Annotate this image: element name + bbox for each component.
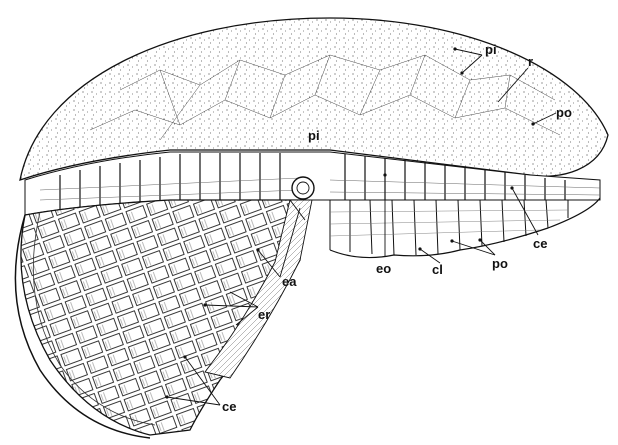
radial-section-columns xyxy=(330,198,600,258)
label-ea: ea xyxy=(282,274,297,289)
label-r: r xyxy=(528,54,533,69)
label-er: er xyxy=(258,307,270,322)
label-eo: eo xyxy=(376,261,391,276)
label-po-bottom: po xyxy=(492,256,508,271)
label-cl: cl xyxy=(432,262,443,277)
label-pi-top: pi xyxy=(485,42,497,57)
label-ce-right: ce xyxy=(533,236,547,251)
central-protoconch xyxy=(292,177,314,199)
label-po-top: po xyxy=(556,105,572,120)
label-pi-mid: pi xyxy=(308,128,320,143)
label-ce-bottom: ce xyxy=(222,399,236,414)
